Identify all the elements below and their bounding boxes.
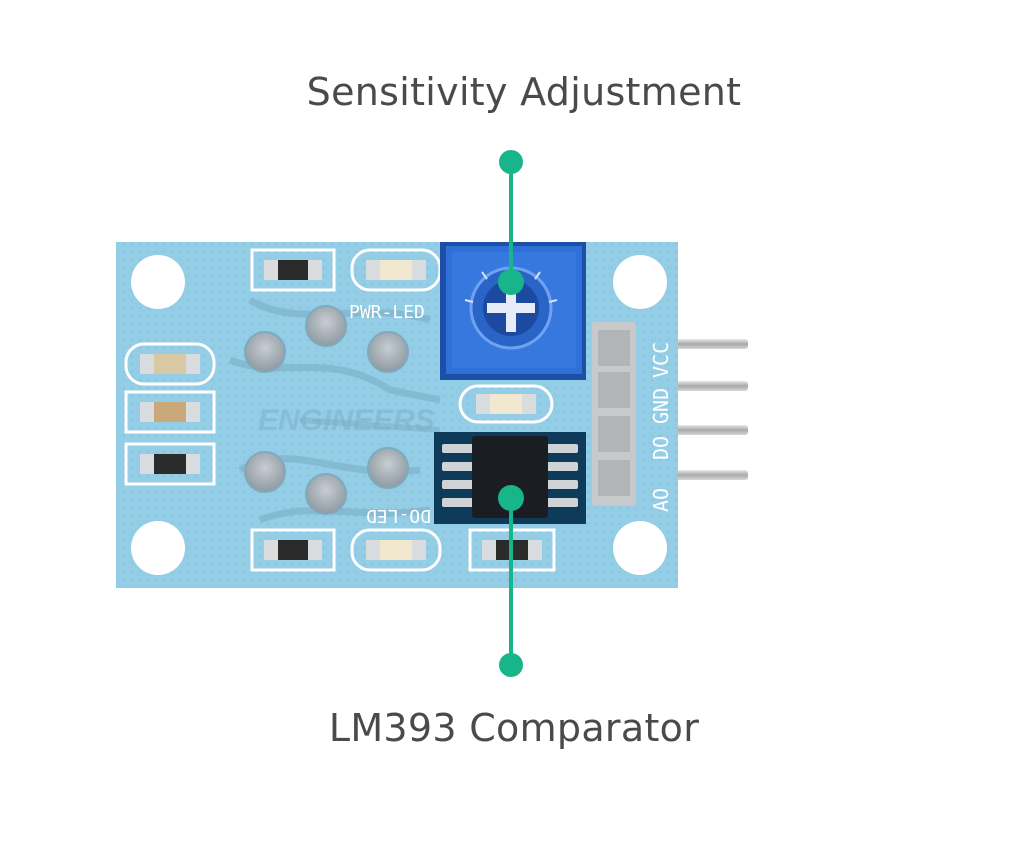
pin-labels: VCC GND DO AO [649, 342, 673, 512]
callout-label-sensitivity: Sensitivity Adjustment [306, 70, 742, 114]
pin-header [592, 322, 636, 506]
callout-comparator [498, 485, 524, 677]
potentiometer [440, 242, 586, 380]
callout-dot-potentiometer [498, 269, 524, 295]
callout-sensitivity [498, 150, 524, 295]
pin-label-gnd: GND [649, 388, 673, 424]
mounting-holes [131, 255, 667, 575]
callout-label-comparator: LM393 Comparator [328, 706, 700, 750]
pin-label-vcc: VCC [649, 342, 673, 378]
smd-components [124, 248, 556, 572]
pwr-led-label: PWR-LED [349, 302, 425, 323]
callout-dot-top [499, 150, 523, 174]
callout-dot-bottom [499, 653, 523, 677]
do-led-label: DO-LED [366, 505, 431, 526]
board-watermark: ENGINEERS [258, 404, 435, 437]
pin-label-ao: AO [649, 488, 673, 512]
callout-dot-ic [498, 485, 524, 511]
sensor-pads [244, 305, 409, 515]
pin-label-do: DO [649, 436, 673, 460]
